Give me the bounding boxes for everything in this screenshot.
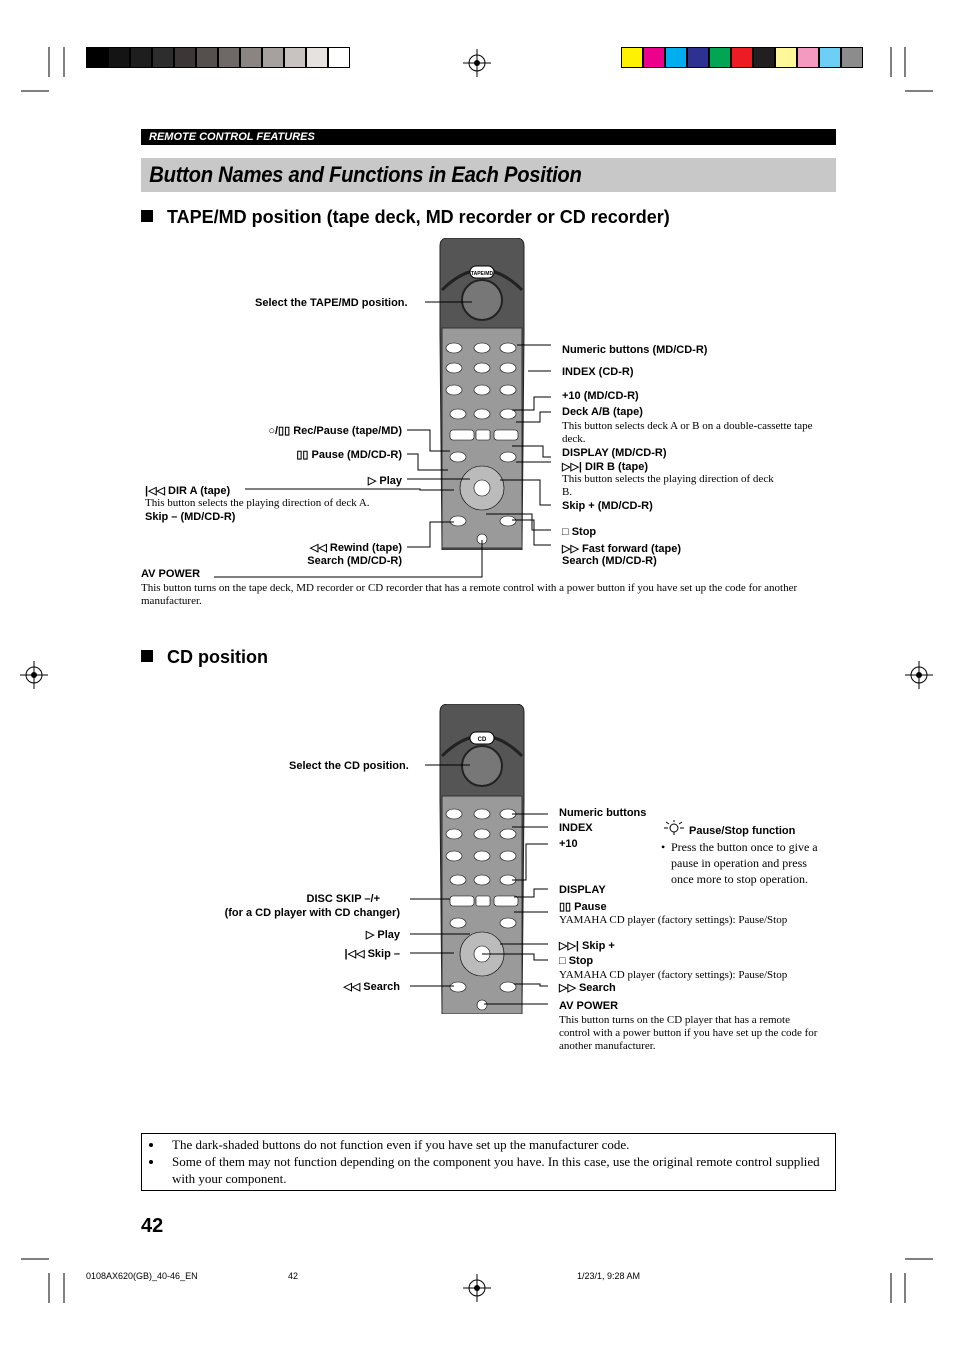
remote-control-tape: TAPE/MD	[439, 238, 525, 550]
label-cd-search-left: ◁◁ Search	[343, 981, 400, 993]
label-cd-index: INDEX	[559, 822, 593, 834]
color-swatch	[152, 47, 174, 68]
label-cd-pause: ▯▯ Pause	[559, 901, 607, 913]
label-cd-display: DISPLAY	[559, 884, 606, 896]
label-select-cd: Select the CD position.	[289, 760, 409, 772]
title-band: Button Names and Functions in Each Posit…	[141, 158, 836, 192]
section-label: REMOTE CONTROL FEATURES	[141, 129, 836, 145]
color-swatch	[284, 47, 306, 68]
remote-control-cd: CD	[439, 704, 525, 1014]
svg-text:TAPE/MD: TAPE/MD	[471, 271, 494, 277]
color-swatch	[130, 47, 152, 68]
color-swatch	[643, 47, 665, 68]
label-index: INDEX (CD-R)	[562, 366, 634, 378]
label-dir-b: ▷▷| DIR B (tape)	[562, 461, 648, 473]
footer-file: 0108AX620(GB)_40-46_EN	[86, 1271, 198, 1281]
label-rew-search: Search (MD/CD-R)	[307, 555, 402, 567]
notes-list: The dark-shaded buttons do not function …	[150, 1136, 825, 1187]
label-plus10: +10 (MD/CD-R)	[562, 390, 639, 402]
label-deck-ab: Deck A/B (tape)	[562, 406, 643, 418]
color-swatch	[731, 47, 753, 68]
note-item: The dark-shaded buttons do not function …	[164, 1136, 825, 1153]
label-ff-search: Search (MD/CD-R)	[562, 555, 657, 567]
label-play: ▷ Play	[367, 475, 402, 487]
color-swatch	[775, 47, 797, 68]
color-swatch	[306, 47, 328, 68]
label-av-power: AV POWER	[141, 568, 201, 580]
label-stop: □ Stop	[562, 526, 597, 538]
bullet-square-icon	[141, 210, 153, 222]
tape-heading: TAPE/MD position (tape deck, MD recorder…	[141, 207, 670, 228]
label-cd-av-power: AV POWER	[559, 1000, 619, 1012]
label-cd-play: ▷ Play	[365, 929, 400, 941]
label-cd-numeric: Numeric buttons	[559, 807, 647, 819]
label-pause-stop-function: Pause/Stop function	[689, 825, 796, 837]
desc-pause-stop-text: Press the button once to give a pause in…	[671, 840, 818, 886]
color-swatch	[621, 47, 643, 68]
label-dir-a: |◁◁ DIR A (tape)	[145, 485, 231, 497]
cd-heading: CD position	[141, 647, 268, 668]
color-swatch	[819, 47, 841, 68]
light-bulb-icon	[664, 820, 684, 835]
notes-box: The dark-shaded buttons do not function …	[141, 1133, 836, 1191]
color-swatch	[665, 47, 687, 68]
footer-date: 1/23/1, 9:28 AM	[577, 1271, 641, 1281]
color-swatch	[753, 47, 775, 68]
label-disc-skip-sub: (for a CD player with CD changer)	[224, 907, 400, 919]
color-swatch	[108, 47, 130, 68]
label-pause: ▯▯ Pause (MD/CD-R)	[296, 449, 402, 461]
footer-page: 42	[288, 1271, 299, 1281]
page-title: Button Names and Functions in Each Posit…	[149, 162, 582, 187]
label-cd-stop: □ Stop	[559, 955, 594, 967]
label-fast-forward: ▷▷ Fast forward (tape)	[562, 543, 681, 555]
label-cd-plus10: +10	[559, 838, 578, 850]
svg-text:CD: CD	[478, 737, 487, 743]
color-swatch	[174, 47, 196, 68]
note-cd-pause: YAMAHA CD player (factory settings): Pau…	[559, 914, 788, 926]
desc-av-power: This button turns on the tape deck, MD r…	[141, 582, 798, 607]
tape-heading-text: TAPE/MD position (tape deck, MD recorder…	[167, 207, 670, 227]
color-swatch	[218, 47, 240, 68]
label-rewind: ◁◁ Rewind (tape)	[309, 542, 402, 554]
label-skip-minus: Skip – (MD/CD-R)	[145, 511, 236, 523]
label-disc-skip: DISC SKIP –/+	[306, 893, 380, 905]
cd-heading-text: CD position	[167, 647, 268, 667]
color-swatch	[687, 47, 709, 68]
note-item: Some of them may not function depending …	[164, 1153, 825, 1187]
desc-dir-b: This button selects the playing directio…	[562, 473, 774, 498]
color-swatch	[797, 47, 819, 68]
color-swatch	[841, 47, 863, 68]
desc-deck-ab: This button selects deck A or B on a dou…	[562, 420, 813, 445]
desc-cd-av-power: This button turns on the CD player that …	[559, 1014, 818, 1052]
color-swatch	[328, 47, 350, 68]
color-swatch	[709, 47, 731, 68]
label-rec-pause: ○/▯▯ Rec/Pause (tape/MD)	[268, 425, 402, 437]
bullet-square-icon	[141, 650, 153, 662]
color-calibration-bar	[621, 47, 863, 68]
label-cd-skip-plus: ▷▷| Skip +	[559, 940, 615, 952]
color-swatch	[262, 47, 284, 68]
color-swatch	[240, 47, 262, 68]
desc-pause-stop: • Press the button once to give a pause …	[661, 839, 831, 887]
label-numeric-buttons: Numeric buttons (MD/CD-R)	[562, 344, 708, 356]
color-swatch	[196, 47, 218, 68]
label-select-tape: Select the TAPE/MD position.	[255, 297, 408, 309]
desc-dir-a: This button selects the playing directio…	[145, 497, 370, 509]
page-number: 42	[141, 1215, 164, 1237]
label-skip-plus: Skip + (MD/CD-R)	[562, 500, 653, 512]
color-swatch	[86, 47, 108, 68]
label-cd-search-right: ▷▷ Search	[559, 982, 616, 994]
label-cd-skip-minus: |◁◁ Skip –	[344, 948, 400, 960]
gray-calibration-bar	[86, 47, 350, 68]
note-cd-stop: YAMAHA CD player (factory settings): Pau…	[559, 969, 788, 981]
label-display: DISPLAY (MD/CD-R)	[562, 447, 667, 459]
